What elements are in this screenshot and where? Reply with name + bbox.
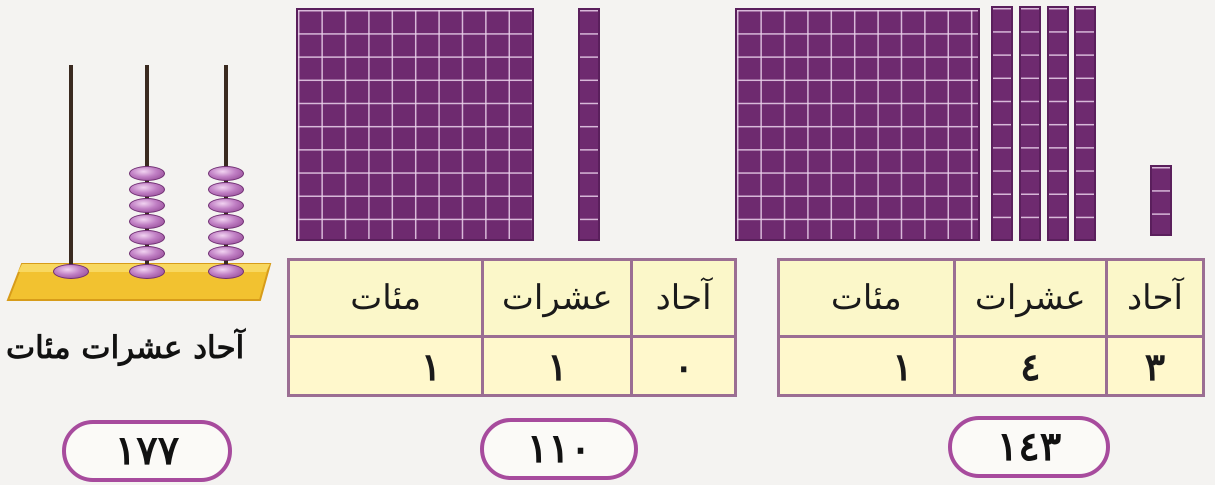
abacus-bead	[129, 246, 165, 261]
right-place-value-table: مئات عشرات آحاد ١ ٤ ٣	[777, 258, 1205, 397]
value-hundreds: ١	[289, 337, 483, 396]
abacus-bead	[129, 264, 165, 279]
value-ones: ٣	[1106, 337, 1203, 396]
header-hundreds: مئات	[779, 260, 955, 337]
ten-rod	[1047, 6, 1069, 241]
ten-rod	[1074, 6, 1096, 241]
abacus-bead	[208, 264, 244, 279]
one-cubes	[1150, 165, 1172, 236]
abacus-bead	[129, 230, 165, 245]
ten-rod	[1019, 6, 1041, 241]
header-tens: عشرات	[954, 260, 1106, 337]
ten-rod	[578, 8, 600, 241]
hundred-block	[735, 8, 980, 241]
abacus-bead	[208, 182, 244, 197]
abacus-number-label: ١٧٧	[62, 420, 232, 482]
hundred-block	[296, 8, 534, 241]
header-ones: آحاد	[632, 260, 736, 337]
abacus-bead	[53, 264, 89, 279]
abacus-place-labels: آحاد عشرات مئات	[6, 330, 244, 366]
abacus-bead	[129, 182, 165, 197]
value-tens: ١	[483, 337, 632, 396]
header-hundreds: مئات	[289, 260, 483, 337]
header-tens: عشرات	[483, 260, 632, 337]
abacus-bead	[208, 230, 244, 245]
abacus-bead	[208, 214, 244, 229]
value-hundreds: ١	[779, 337, 955, 396]
abacus-bead	[129, 198, 165, 213]
header-ones: آحاد	[1106, 260, 1203, 337]
ten-rod	[991, 6, 1013, 241]
value-ones: ٠	[632, 337, 736, 396]
value-tens: ٤	[954, 337, 1106, 396]
abacus-bead	[208, 198, 244, 213]
abacus-bead	[129, 166, 165, 181]
abacus-bead	[129, 214, 165, 229]
abacus-bead	[208, 246, 244, 261]
middle-number-label: ١١٠	[480, 418, 638, 480]
middle-place-value-table: مئات عشرات آحاد ١ ١ ٠	[287, 258, 737, 397]
abacus-post-hundreds	[69, 65, 73, 270]
right-number-label: ١٤٣	[948, 416, 1110, 478]
abacus-bead	[208, 166, 244, 181]
